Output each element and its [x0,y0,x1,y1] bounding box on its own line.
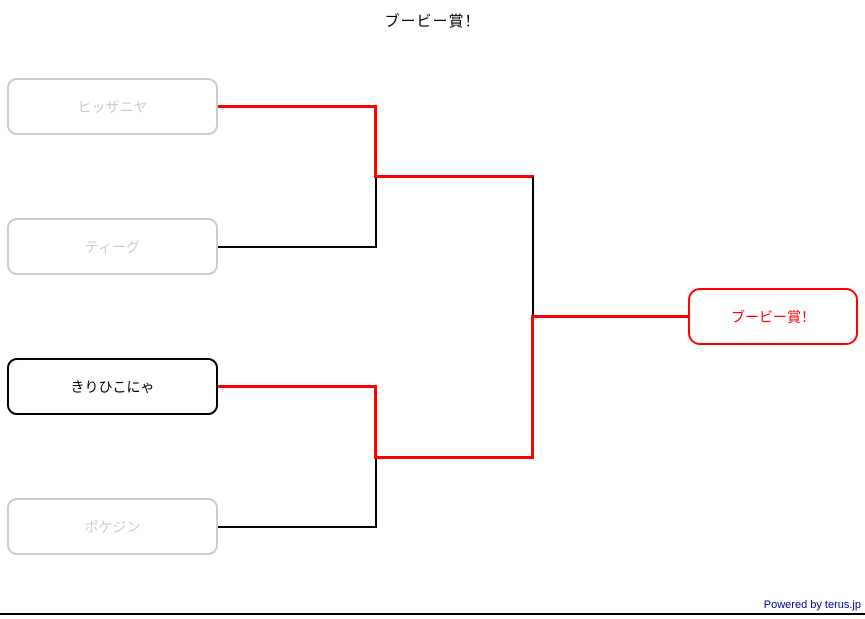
bracket-line-pair1-upper-drop [374,105,377,178]
result-label: ブービー賞！ [731,308,815,325]
powered-by-link[interactable]: Powered by terus.jp [763,599,861,611]
player-box-1: ヒッザニヤ [7,78,218,135]
bracket-line-final-out [531,315,689,318]
bracket-line-final-lower-rise [531,315,534,458]
bracket-line-pair1-lower-rise [375,177,377,248]
bracket-line-player4-out [218,526,376,528]
bracket-line-player2-out [218,246,376,248]
bracket-line-semifinal-top [374,175,534,178]
player-name: ヒッザニヤ [77,98,148,115]
player-box-2: ティーグ [7,218,218,275]
bottom-divider [0,613,865,615]
bracket-line-final-upper-drop [532,177,534,317]
bracket-line-pair2-upper-drop [374,385,377,459]
page-title: ブービー賞！ [384,13,481,30]
bracket-line-semifinal-bottom [374,456,534,459]
player-name: ティーグ [84,238,141,255]
player-box-3: きりひこにゃ [7,358,218,415]
bracket-line-pair2-lower-rise [375,457,377,528]
player-box-4: ポケジン [7,498,218,555]
bracket-line-player3-out [218,385,377,388]
player-name: ポケジン [84,518,141,535]
result-box: ブービー賞！ [688,288,858,345]
bracket-line-player1-out [218,105,377,108]
player-name: きりひこにゃ [70,378,155,395]
